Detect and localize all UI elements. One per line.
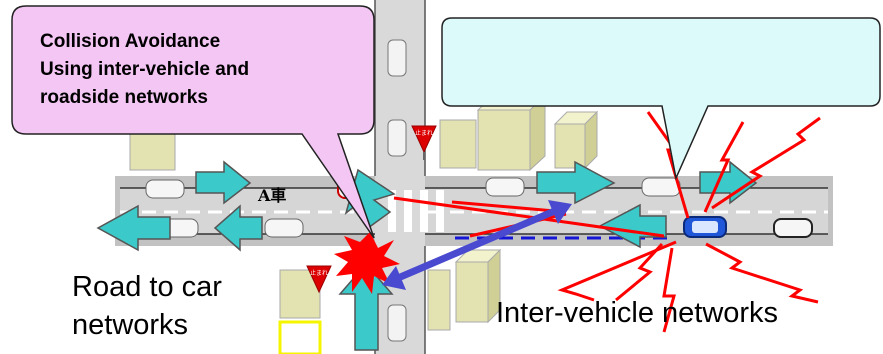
signal-links: [393, 111, 821, 333]
arrow-right-icon: [536, 160, 616, 205]
crosswalk: [388, 190, 444, 232]
callout-line-2: Using inter-vehicle and: [40, 59, 250, 80]
inter-vehicle-label: Inter-vehicle networks: [496, 297, 779, 329]
double-arrow-icon: [382, 200, 572, 290]
speech-bubble: [441, 17, 881, 181]
traffic-arrows: [96, 160, 758, 351]
road-to-car-label-line-1: Road to car: [72, 271, 222, 303]
arrow-left-icon: [96, 204, 171, 252]
callout-text: Collision Avoidance Using inter-vehicle …: [40, 28, 360, 112]
car-outline: [387, 304, 407, 342]
car-icon: [145, 179, 185, 199]
svg-text:止まれ: 止まれ: [415, 129, 433, 137]
car-icon: [641, 177, 681, 197]
road-to-car-label-line-2: networks: [72, 309, 189, 341]
callout-box: [11, 5, 375, 239]
callout-line-3: roadside networks: [40, 87, 208, 108]
car-outline: [387, 39, 407, 77]
stop-sign-icon: 止まれ: [306, 265, 332, 294]
callout-line-1: Collision Avoidance: [40, 31, 221, 52]
car-icon: [773, 218, 813, 238]
stop-sign-icon: 止まれ: [411, 125, 437, 160]
collision-burst-icon: [334, 232, 400, 294]
car-outline: [387, 119, 407, 157]
car-icon: [485, 177, 525, 197]
car-a-label: A車: [258, 186, 287, 205]
arrow-right-icon: [195, 160, 252, 205]
car-icon: [264, 218, 304, 238]
arrow-left-icon: [213, 204, 263, 252]
svg-text:止まれ: 止まれ: [310, 269, 328, 277]
